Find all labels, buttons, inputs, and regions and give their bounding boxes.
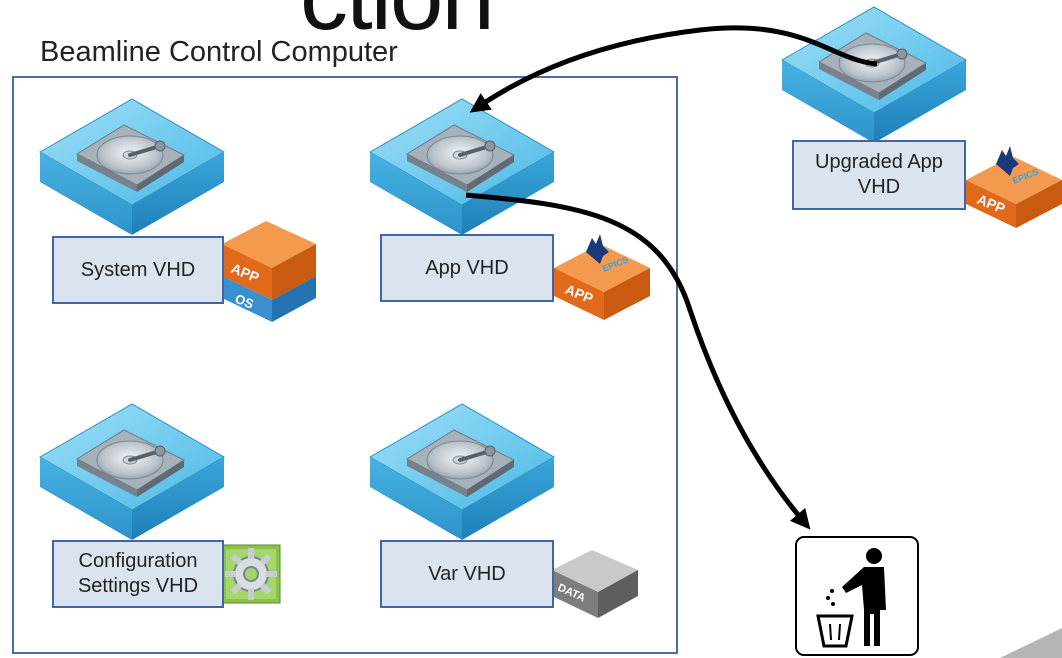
var-vhd-label: Var VHD xyxy=(428,562,506,585)
trash-icon xyxy=(795,536,919,656)
config-vhd-box: Configuration Settings VHD xyxy=(52,540,224,608)
app-vhd-box: App VHD xyxy=(380,234,554,302)
svg-text:OS: OS xyxy=(233,291,256,312)
beamline-computer-frame xyxy=(12,76,678,654)
upgraded-app-badge-icon: APP EPICS xyxy=(966,146,1062,228)
config-vhd-label: Configuration Settings VHD xyxy=(77,550,199,597)
gear-icon xyxy=(221,544,281,604)
upgraded-app-vhd-box: Upgraded App VHD xyxy=(792,140,966,210)
app-vhd-label: App VHD xyxy=(425,256,509,279)
container-label: Beamline Control Computer xyxy=(40,36,398,68)
var-vhd-box: Var VHD xyxy=(380,540,554,608)
decorative-corner-shape xyxy=(1000,628,1062,658)
discard-arrow xyxy=(465,192,811,530)
system-vhd-label: System VHD xyxy=(80,258,196,281)
data-box-icon: DATA xyxy=(552,550,638,618)
app-badge-icon: APP EPICS xyxy=(554,234,650,320)
upgraded-app-vhd-label: Upgraded App VHD xyxy=(815,151,943,198)
upgrade-arrow xyxy=(469,25,878,113)
var-disk-icon xyxy=(368,402,556,542)
slide-title-fragment: ction xyxy=(300,0,495,52)
config-disk-icon xyxy=(38,402,226,542)
app-os-badge-icon: APP OS xyxy=(222,221,316,322)
upgraded-disk-icon xyxy=(780,5,968,145)
app-disk-icon xyxy=(368,97,556,237)
system-vhd-box: System VHD xyxy=(52,236,224,304)
system-disk-icon xyxy=(38,97,226,237)
